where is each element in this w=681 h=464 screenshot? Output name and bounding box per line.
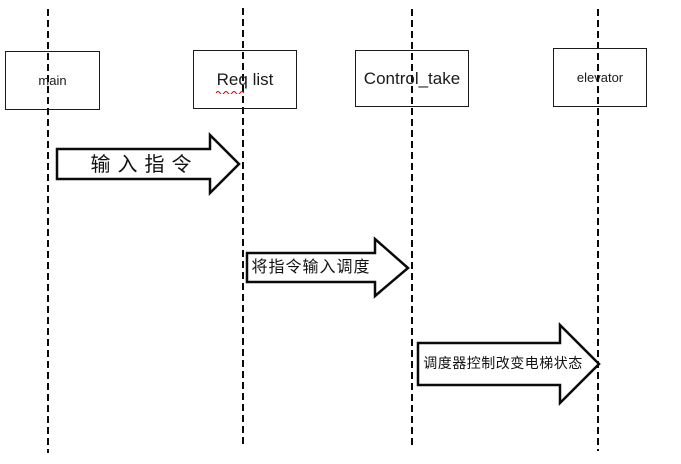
message-label-scheduler-changes-elevator: 调度器控制改变电梯状态 — [423, 356, 583, 372]
lifeline-control-take — [411, 9, 413, 446]
message-label-input-command: 输入指令 — [90, 152, 199, 176]
lifeline-elevator — [597, 9, 599, 451]
lifeline-req-list — [242, 8, 244, 445]
lifeline-main — [47, 9, 49, 453]
actor-box-req-list: Req list — [193, 50, 297, 109]
actor-box-elevator: elevator — [553, 48, 647, 107]
spellcheck-squiggle-icon — [216, 91, 244, 94]
actor-label-req-list: Req list — [216, 69, 274, 89]
message-label-command-to-scheduler: 将指令输入调度 — [251, 257, 371, 276]
actor-label-control-take: Control_take — [363, 68, 461, 88]
actor-label-elevator: elevator — [576, 70, 624, 85]
actor-label-main: main — [38, 73, 67, 88]
actor-box-control-take: Control_take — [355, 50, 469, 107]
actor-box-main: main — [5, 51, 100, 110]
